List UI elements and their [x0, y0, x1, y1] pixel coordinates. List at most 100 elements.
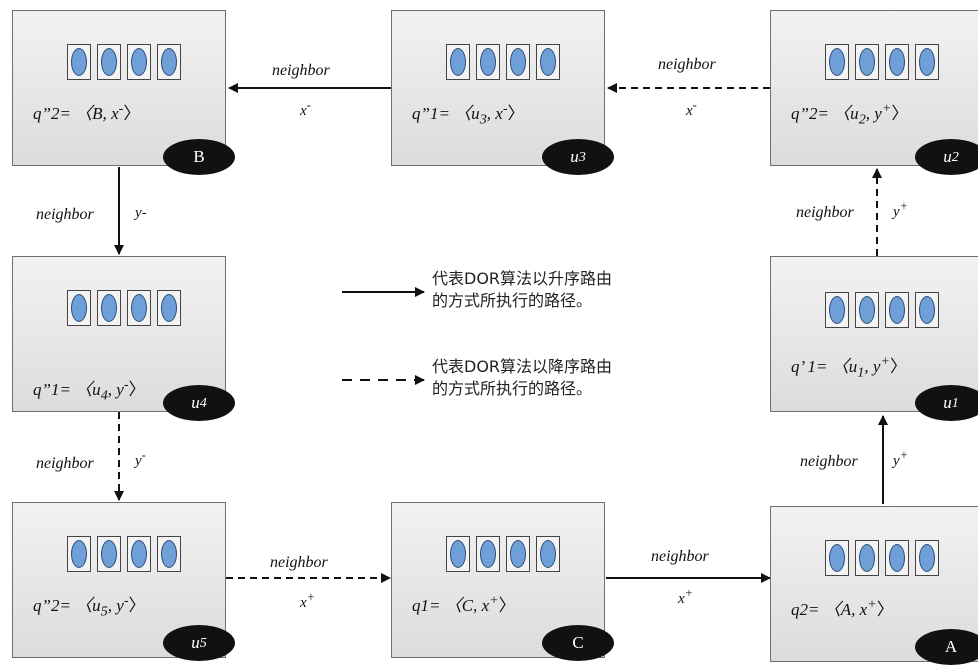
- edge-label-u1-to-u2: neighbor: [796, 204, 854, 221]
- edge-direction-A-to-u1: y+: [893, 448, 909, 469]
- buffer-slot: [476, 536, 500, 572]
- edge-direction-u2-to-u3: x-: [686, 98, 697, 119]
- edge-direction-B-to-u4: y-: [135, 205, 147, 221]
- buffer-slot: [446, 536, 470, 572]
- buffer-slot: [446, 44, 470, 80]
- buffer-slots: [67, 536, 181, 572]
- flit-oval-icon: [859, 296, 875, 324]
- flit-oval-icon: [71, 540, 87, 568]
- buffer-slot: [915, 292, 939, 328]
- node-id-badge: C: [542, 625, 614, 661]
- buffer-slot: [506, 536, 530, 572]
- node-A: q2= 〈A, x+〉 A: [770, 506, 978, 665]
- buffer-slot: [97, 536, 121, 572]
- buffer-slot: [915, 44, 939, 80]
- flit-oval-icon: [131, 294, 147, 322]
- buffer-slot: [915, 540, 939, 576]
- flit-oval-icon: [889, 296, 905, 324]
- edge-direction-u4-to-u5: y-: [135, 448, 146, 469]
- node-queue-label: q1= 〈C, x+〉: [412, 592, 516, 615]
- buffer-slots: [446, 536, 560, 572]
- buffer-slots: [446, 44, 560, 80]
- node-queue-label: q’ 1= 〈u1, y+〉: [791, 353, 907, 381]
- buffer-slot: [157, 536, 181, 572]
- flit-oval-icon: [101, 540, 117, 568]
- flit-oval-icon: [889, 48, 905, 76]
- buffer-slot: [157, 290, 181, 326]
- buffer-slot: [506, 44, 530, 80]
- node-queue-label: q”2= 〈u5, y-〉: [33, 592, 146, 620]
- buffer-slot: [97, 290, 121, 326]
- edge-direction-u1-to-u2: y+: [893, 199, 909, 220]
- flit-oval-icon: [540, 48, 556, 76]
- edge-label-A-to-u1: neighbor: [800, 453, 858, 470]
- buffer-slot: [476, 44, 500, 80]
- edge-label-u5-to-C: neighbor: [270, 554, 328, 571]
- flit-oval-icon: [510, 540, 526, 568]
- buffer-slot: [855, 540, 879, 576]
- buffer-slot: [536, 44, 560, 80]
- flit-oval-icon: [540, 540, 556, 568]
- flit-oval-icon: [71, 294, 87, 322]
- buffer-slot: [536, 536, 560, 572]
- edge-direction-u5-to-C: x+: [300, 590, 316, 611]
- buffer-slots: [67, 290, 181, 326]
- node-queue-label: q”1= 〈u3, x-〉: [412, 100, 525, 128]
- flit-oval-icon: [101, 294, 117, 322]
- node-queue-label: q”2= 〈u2, y+〉: [791, 100, 909, 128]
- flit-oval-icon: [71, 48, 87, 76]
- buffer-slot: [127, 290, 151, 326]
- buffer-slot: [67, 536, 91, 572]
- buffer-slot: [885, 292, 909, 328]
- flit-oval-icon: [480, 48, 496, 76]
- buffer-slot: [885, 540, 909, 576]
- edge-label-u4-to-u5: neighbor: [36, 455, 94, 472]
- flit-oval-icon: [131, 540, 147, 568]
- flit-oval-icon: [829, 48, 845, 76]
- node-id-badge: A: [915, 629, 978, 665]
- flit-oval-icon: [161, 540, 177, 568]
- buffer-slots: [825, 44, 939, 80]
- node-queue-label: q2= 〈A, x+〉: [791, 596, 894, 619]
- buffer-slot: [127, 536, 151, 572]
- edge-label-u2-to-u3: neighbor: [658, 56, 716, 73]
- edge-direction-u3-to-B: x-: [300, 98, 311, 119]
- flit-oval-icon: [919, 544, 935, 572]
- node-C: q1= 〈C, x+〉 C: [391, 502, 614, 661]
- buffer-slot: [67, 44, 91, 80]
- flit-oval-icon: [161, 294, 177, 322]
- buffer-slots: [67, 44, 181, 80]
- buffer-slot: [825, 44, 849, 80]
- buffer-slot: [885, 44, 909, 80]
- edge-direction-C-to-A: x+: [678, 586, 694, 607]
- flit-oval-icon: [919, 48, 935, 76]
- buffer-slot: [825, 292, 849, 328]
- flit-oval-icon: [161, 48, 177, 76]
- legend-dashed-text: 代表DOR算法以降序路由 的方式所执行的路径。: [432, 357, 613, 398]
- flit-oval-icon: [101, 48, 117, 76]
- node-B: q”2= 〈B, x-〉 B: [12, 10, 235, 175]
- buffer-slot: [825, 540, 849, 576]
- flit-oval-icon: [859, 48, 875, 76]
- flit-oval-icon: [131, 48, 147, 76]
- node-id-badge: B: [163, 139, 235, 175]
- buffer-slot: [855, 292, 879, 328]
- node-queue-label: q”1= 〈u4, y-〉: [33, 376, 146, 404]
- flit-oval-icon: [829, 544, 845, 572]
- edge-label-C-to-A: neighbor: [651, 548, 709, 565]
- edge-label-u3-to-B: neighbor: [272, 62, 330, 79]
- buffer-slot: [67, 290, 91, 326]
- buffer-slots: [825, 540, 939, 576]
- flit-oval-icon: [889, 544, 905, 572]
- flit-oval-icon: [919, 296, 935, 324]
- flit-oval-icon: [450, 540, 466, 568]
